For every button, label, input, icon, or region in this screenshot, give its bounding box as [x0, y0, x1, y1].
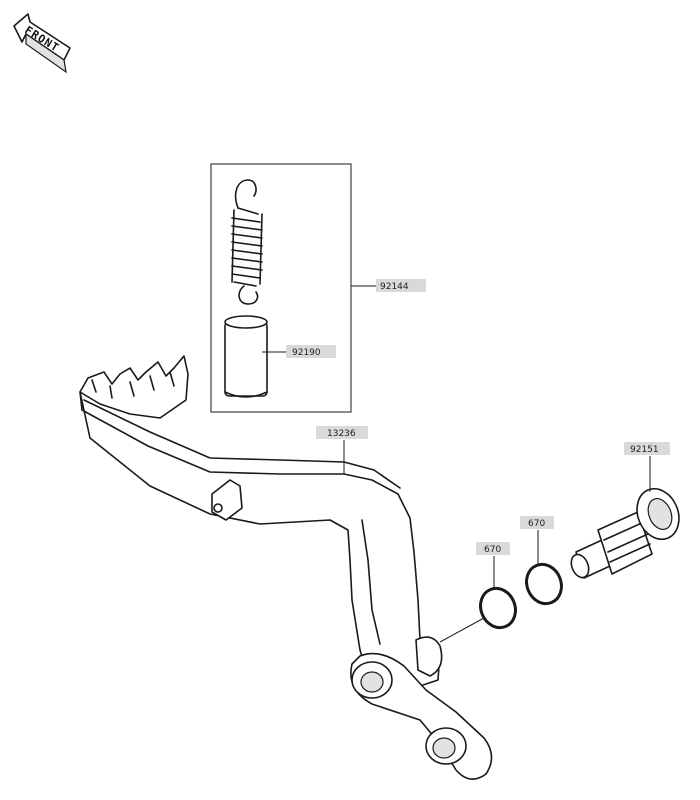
part-label-spring-set: 92144 — [376, 279, 426, 292]
spring-kit-box — [210, 163, 352, 413]
part-label-spring-pin: 92190 — [286, 345, 336, 358]
part-label-pivot-bolt: 92151 — [624, 442, 670, 455]
part-number-text: 92151 — [630, 445, 659, 455]
o-ring-inner — [479, 586, 517, 630]
return-spring — [231, 179, 263, 305]
pivot-bolt — [570, 487, 680, 579]
part-number-text: 92190 — [292, 348, 321, 358]
part-label-o-ring-inner: 670 — [476, 542, 510, 555]
part-number-text: 670 — [484, 545, 501, 555]
pivot-sleeve — [224, 315, 268, 398]
part-number-text: 13236 — [327, 429, 356, 439]
part-number-text: 92144 — [380, 282, 409, 292]
o-ring-outer — [525, 562, 563, 606]
front-arrow-icon: FRONT — [13, 13, 71, 74]
leader-lines — [262, 285, 651, 643]
part-label-o-ring-outer: 670 — [520, 516, 554, 529]
brake-pedal — [79, 355, 493, 780]
part-label-brake-pedal: 13236 — [316, 426, 368, 439]
part-number-text: 670 — [528, 519, 545, 529]
